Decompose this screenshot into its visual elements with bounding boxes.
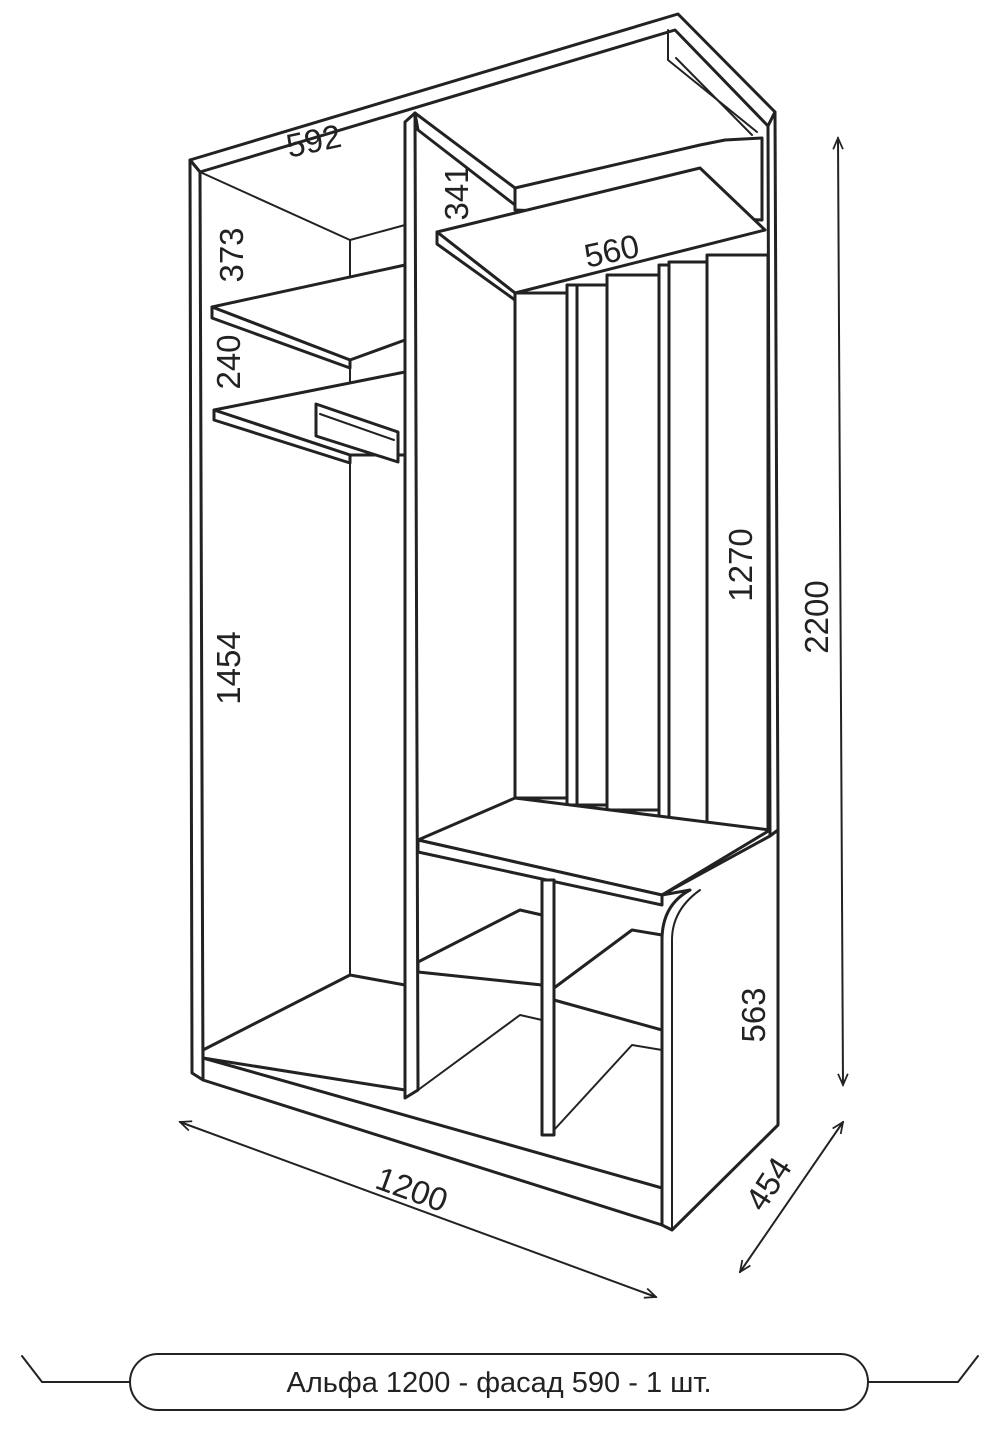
bench-bottom-left	[417, 1014, 543, 1091]
height-dimension-line	[838, 138, 843, 1085]
caption-left-bracket	[21, 1355, 131, 1383]
left-shelves	[210, 263, 407, 465]
width-dimension-line	[180, 1122, 656, 1297]
middle-divider	[403, 111, 420, 1100]
top-inner-rail	[667, 29, 758, 133]
bench-shelf-left	[416, 908, 544, 987]
bench-divider	[540, 878, 556, 1137]
label-top-shelf-gap: 373	[213, 227, 250, 282]
back-top-edge	[349, 224, 406, 241]
label-depth: 454	[738, 1151, 799, 1217]
label-top-width: 592	[283, 117, 345, 165]
label-total-width: 1200	[371, 1159, 453, 1219]
back-panel-7	[705, 253, 770, 832]
label-panel-height: 1270	[722, 528, 759, 601]
hanging-rail	[314, 402, 400, 464]
bench-shelf-right	[552, 928, 664, 1032]
bench-side-curve	[671, 889, 701, 1231]
bench-bottom-right	[553, 1044, 663, 1131]
depth-dimension-line	[740, 1122, 843, 1272]
caption-right-bracket	[867, 1355, 979, 1383]
back-panel-4	[605, 273, 661, 812]
right-compartment	[416, 136, 780, 1232]
hanging-rail-inner	[319, 413, 395, 441]
lower-shelf-edge	[212, 408, 352, 465]
label-total-height: 2200	[798, 580, 835, 653]
back-panel-3	[575, 283, 609, 807]
caption-text: Альфа 1200 - фасад 590 - 1 шт.	[286, 1367, 711, 1399]
left-side-panel	[188, 158, 205, 1082]
label-bench-height: 563	[735, 987, 772, 1042]
bench-top-edge	[416, 838, 664, 907]
label-right-top-gap: 341	[438, 165, 475, 220]
caption-box	[129, 1353, 869, 1411]
caption: Альфа 1200 - фасад 590 - 1 шт.	[21, 1353, 979, 1411]
label-second-shelf-gap: 240	[210, 334, 247, 389]
label-hanging-height: 1454	[210, 631, 247, 704]
upper-shelf-edge	[210, 305, 352, 370]
dimension-lines	[180, 138, 843, 1297]
top-front-rail	[675, 57, 753, 136]
back-panel-1	[513, 291, 569, 800]
back-panel-6	[667, 260, 709, 827]
